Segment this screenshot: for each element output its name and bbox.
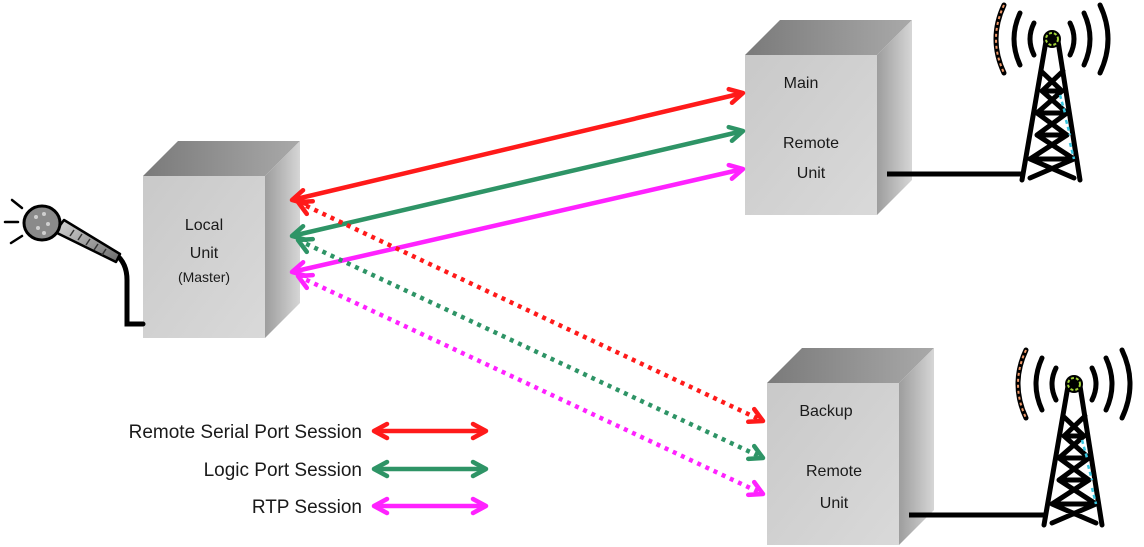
backup-unit-side-face xyxy=(899,348,934,545)
microphone-handle xyxy=(53,218,122,264)
serial-session-arrow-main-head-end xyxy=(726,86,746,106)
main-remote-unit-box: Main Remote Unit xyxy=(745,20,912,215)
main-unit-top-face xyxy=(745,20,912,55)
main-unit-front-face xyxy=(745,55,877,215)
session-arrows xyxy=(289,86,766,498)
main-unit-label-line2: Unit xyxy=(797,165,826,182)
legend-arrows xyxy=(371,421,489,516)
rtp-session-arrow-main xyxy=(291,166,744,275)
legend-arrow-1-head-end xyxy=(470,459,489,479)
main-unit-title: Main xyxy=(784,75,819,92)
radio-tower-icon xyxy=(993,2,1111,183)
logic-session-arrow-main-head-end xyxy=(726,124,746,144)
legend-arrow-0-head-end xyxy=(470,421,489,441)
logic-session-arrow-backup-head-end xyxy=(746,443,766,462)
rtp-session-arrow-backup xyxy=(297,273,764,497)
legend: Remote Serial Port Session Logic Port Se… xyxy=(129,421,489,518)
legend-arrow-2-head-end xyxy=(470,496,489,516)
backup-unit-label-line2: Unit xyxy=(820,495,849,512)
local-unit-side-face xyxy=(265,141,300,338)
serial-session-arrow-backup-head-start xyxy=(295,198,315,217)
local-unit-label-line1: Local xyxy=(185,217,223,234)
main-unit-side-face xyxy=(877,20,912,215)
microphone-cable xyxy=(111,250,146,327)
rtp-session-arrow-backup-head-start xyxy=(295,272,315,291)
main-unit-label-line1: Remote xyxy=(783,135,839,152)
backup-unit-label-line1: Remote xyxy=(806,463,862,480)
local-unit-front-face xyxy=(143,176,265,338)
serial-session-arrow-backup xyxy=(297,199,764,424)
legend-label-serial: Remote Serial Port Session xyxy=(129,422,362,443)
microphone-head xyxy=(22,204,62,242)
radio-tower-icon xyxy=(1015,347,1133,528)
backup-remote-unit-box: Backup Remote Unit xyxy=(767,348,934,545)
rtp-session-arrow-backup-head-end xyxy=(746,479,766,498)
logic-session-arrow-backup xyxy=(297,237,764,461)
legend-arrow-2-head-start xyxy=(371,496,390,516)
backup-unit-top-face xyxy=(767,348,934,383)
microphone-icon xyxy=(3,198,146,327)
legend-arrow-0-head-start xyxy=(371,421,390,441)
backup-unit-front-face xyxy=(767,383,899,545)
local-unit-label-line3: (Master) xyxy=(178,269,230,285)
local-unit-top-face xyxy=(143,141,300,176)
legend-label-rtp: RTP Session xyxy=(252,497,362,518)
serial-session-arrow-main xyxy=(291,90,744,203)
legend-label-logic: Logic Port Session xyxy=(204,460,362,481)
legend-arrow-1-head-start xyxy=(371,459,390,479)
local-unit-box: Local Unit (Master) xyxy=(143,141,300,338)
backup-unit-title: Backup xyxy=(799,403,852,420)
logic-session-arrow-main xyxy=(291,128,744,239)
logic-session-arrow-backup-head-start xyxy=(295,236,315,255)
local-unit-label-line2: Unit xyxy=(190,245,219,262)
serial-session-arrow-backup-head-end xyxy=(746,406,766,425)
rtp-session-arrow-main-head-end xyxy=(726,162,746,181)
